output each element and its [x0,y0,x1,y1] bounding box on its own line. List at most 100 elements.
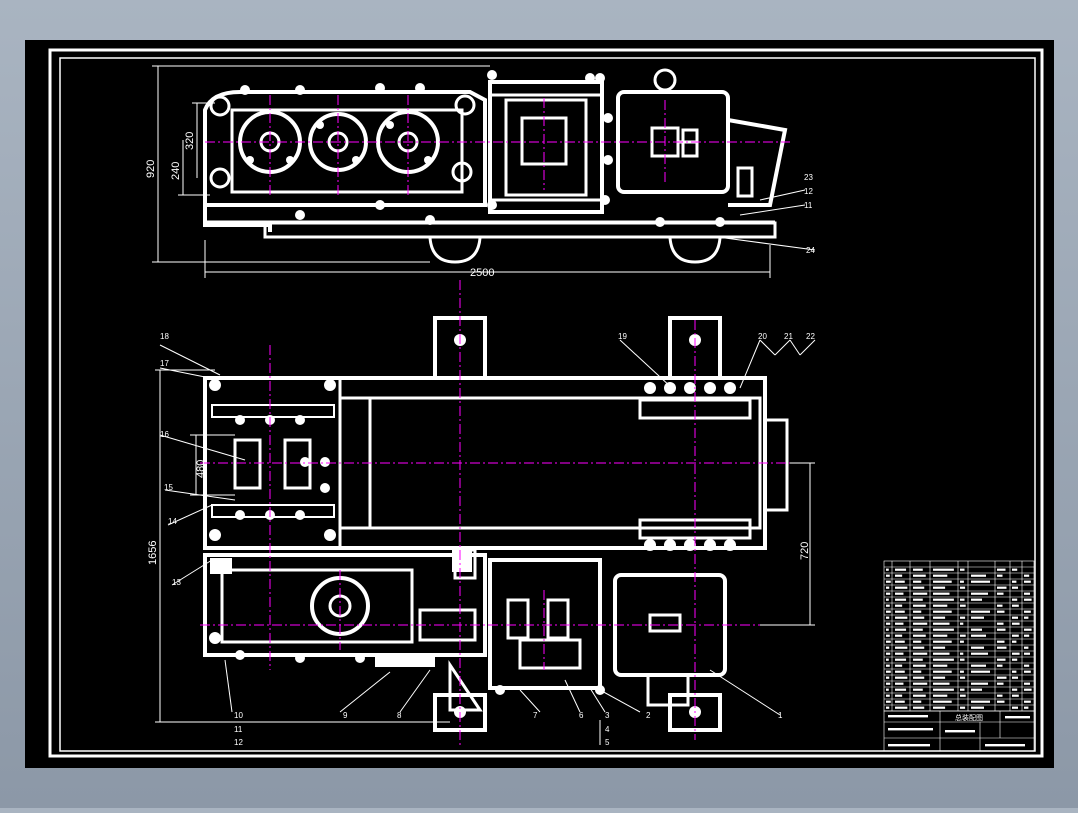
parts-list-cell-mark [997,700,1005,703]
parts-list-cell-mark [971,688,982,691]
parts-list-cell-mark [913,646,925,649]
parts-list-cell-mark [913,598,923,601]
inner-frame [59,57,1036,752]
parts-list-cell-mark [886,646,890,649]
dim-inner-480: 480 [195,460,207,478]
parts-list-cell-mark [933,652,950,655]
parts-list-cell-mark [1012,658,1018,661]
outer-frame [48,48,1044,758]
parts-list-cell-mark [1024,634,1030,637]
parts-list-cell-mark [1012,598,1018,601]
parts-list-cell-mark [913,610,922,613]
part-label-4: 4 [605,725,610,734]
parts-list-cell-mark [997,658,1006,661]
parts-list-cell-mark [913,586,925,589]
parts-list-cell-mark [1024,652,1030,655]
part-label-11-top: 11 [804,201,813,210]
parts-list-cell-mark [960,580,964,583]
parts-list-cell-mark [1024,688,1032,691]
part-label-10: 10 [234,711,243,720]
parts-list-cell-mark [933,694,948,697]
parts-list-cell-mark [933,688,954,691]
parts-list-cell-mark [895,616,908,619]
parts-list-cell-mark [997,676,1007,679]
parts-list-cell-mark [913,640,922,643]
title-block [883,710,1035,752]
parts-list-cell-mark [997,604,1003,607]
parts-list-cell-mark [886,670,891,673]
top-view-part-labels: 23 12 11 24 [804,173,815,255]
dim-height-920: 920 [145,160,157,178]
parts-list-cell-mark [933,574,948,577]
parts-list-cell-mark [895,664,903,667]
parts-list-cell-mark [971,580,990,583]
dim-length-2500: 2500 [470,267,494,279]
part-label-22: 22 [806,332,815,341]
parts-list-cell-mark [1012,640,1017,643]
plan-view-centerlines [200,280,810,745]
parts-list-cell-mark [933,580,952,583]
parts-list-cell-mark [895,586,908,589]
parts-list-cell-mark [895,598,907,601]
parts-list-cell-mark [895,568,907,571]
parts-list-cell-mark [971,634,986,637]
title-block-cell-mark [985,744,1025,747]
part-label-20: 20 [758,332,767,341]
parts-list-cell-mark [886,598,889,601]
part-label-17: 17 [160,359,169,368]
plan-view-dimension-text: 1656 480 720 [147,460,811,565]
parts-list-cell-mark [1012,670,1017,673]
parts-list-cell-mark [933,646,946,649]
dim-inner-320: 320 [184,132,196,150]
parts-list-cell-mark [971,700,990,703]
parts-list-cell-mark [1012,652,1020,655]
parts-list-cell-mark [895,574,903,577]
parts-list-cell-mark [933,664,948,667]
parts-list-cell-mark [895,676,908,679]
parts-list-cell-mark [886,586,890,589]
parts-list-cell-mark [913,604,926,607]
parts-list-cell-mark [960,622,964,625]
parts-list-cell-mark [1024,682,1030,685]
parts-list-cell-mark [913,682,928,685]
parts-list-cell-mark [933,634,948,637]
parts-list-cell-mark [1012,616,1018,619]
part-label-12-top: 12 [804,187,813,196]
parts-list-cell-mark [933,568,954,571]
top-view-centerlines [205,95,790,195]
parts-list-cell-mark [913,676,925,679]
plan-view-part-labels: 18 17 16 15 14 13 19 20 21 22 10 11 12 9… [160,332,815,747]
parts-list-cell-mark [960,688,965,691]
parts-list-cell-mark [1024,706,1029,709]
parts-list-cell-mark [886,640,891,643]
parts-list-cell-mark [913,688,923,691]
parts-list-cell-mark [913,592,928,595]
parts-list-cell-mark [933,610,952,613]
parts-list-cell-mark [1012,634,1019,637]
parts-list-cell-mark [1012,568,1018,571]
parts-list-cell-mark [895,640,905,643]
parts-list-cell-mark [913,700,922,703]
parts-list-cell-mark [913,622,928,625]
title-block-cell-mark [888,744,930,747]
parts-list-cell-mark [971,646,984,649]
parts-list-cell-mark [886,634,890,637]
parts-list-cell-mark [895,580,905,583]
parts-list-cell-mark [997,664,1003,667]
parts-list-cell-mark [886,580,891,583]
parts-list-cell-mark [895,694,903,697]
parts-list-cell-mark [895,670,905,673]
parts-list-cell-mark [997,682,1004,685]
parts-list-cell-mark [997,568,1006,571]
parts-list-cell-mark [971,574,986,577]
parts-list-cell-mark [1024,616,1029,619]
parts-list-cell-mark [960,568,965,571]
parts-list-cell-mark [997,610,1005,613]
parts-list-cell-mark [1012,676,1018,679]
title-block-cell-mark [1005,716,1030,719]
parts-list-cell-mark [886,616,890,619]
parts-list-cell-mark [960,652,964,655]
title-block-text: 总装配图 [955,713,983,722]
